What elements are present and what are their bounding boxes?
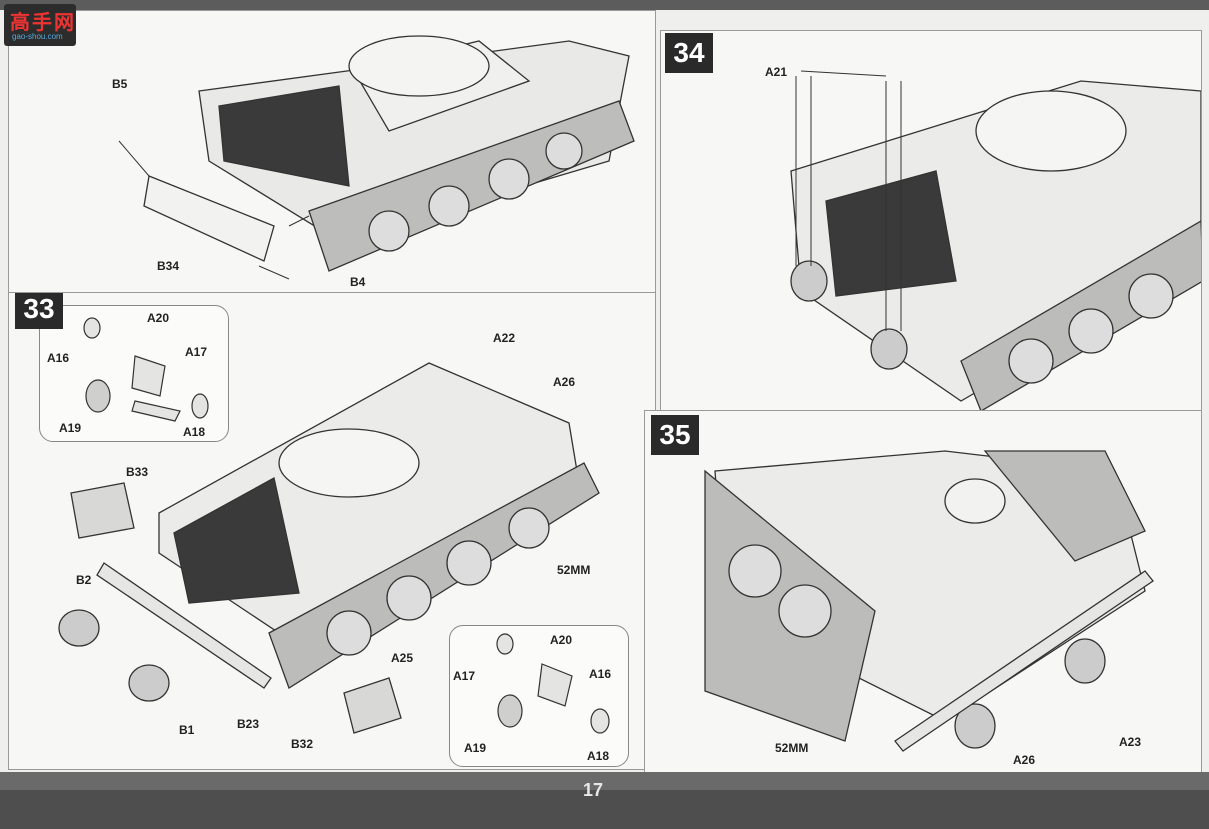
label-52mm-step35: 52MM bbox=[775, 741, 809, 755]
detail-inset-a-drawing bbox=[83, 317, 209, 422]
label-a21: A21 bbox=[765, 65, 788, 79]
step-33-drawing bbox=[58, 362, 600, 734]
label-a26-step35: A26 bbox=[1013, 753, 1036, 767]
watermark-title: 高手网 bbox=[10, 10, 76, 34]
step-33-panel: 33 A16 A20 A17 A19 A18 A22 A26 B33 B2 52… bbox=[8, 292, 656, 770]
label-a19-top: A19 bbox=[59, 421, 82, 435]
label-b4: B4 bbox=[350, 275, 366, 289]
step-number-33: 33 bbox=[15, 293, 63, 329]
label-a16-bottom: A16 bbox=[589, 667, 612, 681]
label-a25: A25 bbox=[391, 651, 414, 665]
label-b33: B33 bbox=[126, 465, 149, 479]
step-32-panel: B5 B34 B4 bbox=[8, 10, 656, 308]
label-52mm: 52MM bbox=[557, 563, 591, 577]
step-34-drawing bbox=[790, 70, 1201, 412]
label-b2: B2 bbox=[76, 573, 92, 587]
label-b32: B32 bbox=[291, 737, 314, 751]
label-a18-top: A18 bbox=[183, 425, 206, 439]
label-b34: B34 bbox=[157, 259, 180, 273]
step-35-panel: 35 52MM A26 A23 bbox=[644, 410, 1202, 776]
label-a17-bottom: A17 bbox=[453, 669, 476, 683]
watermark-logo: 高手网 gao-shou.com bbox=[4, 4, 76, 46]
step-35-drawing bbox=[704, 450, 1154, 752]
step-number-34: 34 bbox=[665, 33, 713, 73]
step-number-35: 35 bbox=[651, 415, 699, 455]
label-b5: B5 bbox=[112, 77, 128, 91]
label-a18-bottom: A18 bbox=[587, 749, 610, 763]
label-a26: A26 bbox=[553, 375, 576, 389]
detail-inset-b-drawing bbox=[496, 633, 610, 734]
bottom-scan-edge-light bbox=[0, 772, 1209, 794]
watermark-subtitle: gao-shou.com bbox=[12, 32, 63, 41]
label-a20-bottom: A20 bbox=[550, 633, 573, 647]
label-b23: B23 bbox=[237, 717, 260, 731]
detail-inset-a bbox=[39, 305, 229, 442]
label-a20-top: A20 bbox=[147, 311, 170, 325]
step-34-panel: 34 A21 bbox=[660, 30, 1202, 422]
label-a16-top: A16 bbox=[47, 351, 70, 365]
label-a23: A23 bbox=[1119, 735, 1142, 749]
top-scan-edge bbox=[0, 0, 1209, 10]
label-b1: B1 bbox=[179, 723, 195, 737]
label-a17-top: A17 bbox=[185, 345, 208, 359]
label-a19-bottom: A19 bbox=[464, 741, 487, 755]
page-number: 17 bbox=[583, 780, 604, 800]
label-a22: A22 bbox=[493, 331, 516, 345]
detail-inset-b bbox=[449, 625, 629, 767]
bottom-scan-edge bbox=[0, 790, 1209, 829]
step-32-drawing bbox=[118, 35, 635, 280]
